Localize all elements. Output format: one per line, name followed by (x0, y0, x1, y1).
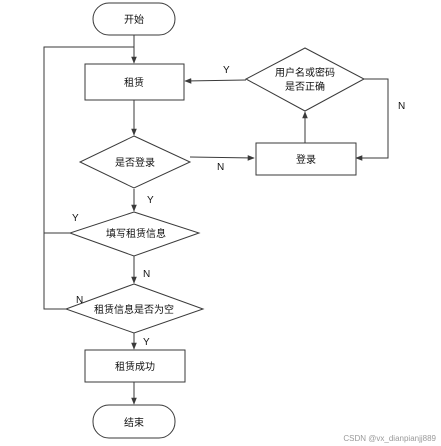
node-success (84, 349, 186, 383)
node-start (92, 2, 176, 36)
edge-label-login-yes: Y (147, 195, 154, 206)
edge-label-verify-no: N (398, 101, 405, 112)
node-verify-label-line1: 用户名或密码 (275, 66, 335, 79)
node-check-empty-label: 租赁信息是否为空 (94, 303, 174, 316)
edge-verify-to-rent (184, 78, 247, 84)
edge-label-fill-yes: Y (72, 213, 79, 224)
node-success-label: 租赁成功 (115, 360, 155, 373)
edge-label-empty-no: N (76, 295, 83, 306)
edge-label-empty-yes: Y (143, 337, 150, 348)
edge-fill-to-rent-loop (43, 46, 134, 234)
node-end-label: 结束 (124, 416, 144, 429)
edge-verify-to-login-retry (355, 78, 389, 161)
node-end (92, 404, 176, 439)
node-verify (244, 47, 366, 112)
node-rent (84, 63, 185, 101)
edge-label-verify-yes: Y (223, 65, 230, 76)
node-login (255, 142, 357, 176)
node-start-label: 开始 (124, 13, 144, 26)
edge-check-login-to-login (189, 155, 255, 161)
node-rent-label: 租赁 (124, 76, 144, 89)
node-fill-info (68, 211, 201, 257)
node-check-login-label: 是否登录 (115, 156, 155, 169)
node-login-label: 登录 (296, 153, 316, 166)
edge-label-login-no: N (217, 162, 224, 173)
node-verify-label-line2: 是否正确 (285, 80, 325, 93)
node-check-login (78, 135, 192, 189)
node-check-empty (64, 283, 205, 334)
watermark: CSDN @vx_dianpianjj889 (343, 434, 436, 443)
node-fill-info-label: 填写租赁信息 (106, 227, 166, 240)
edge-label-fill-no: N (143, 269, 150, 280)
edge-check-empty-back (43, 233, 66, 310)
